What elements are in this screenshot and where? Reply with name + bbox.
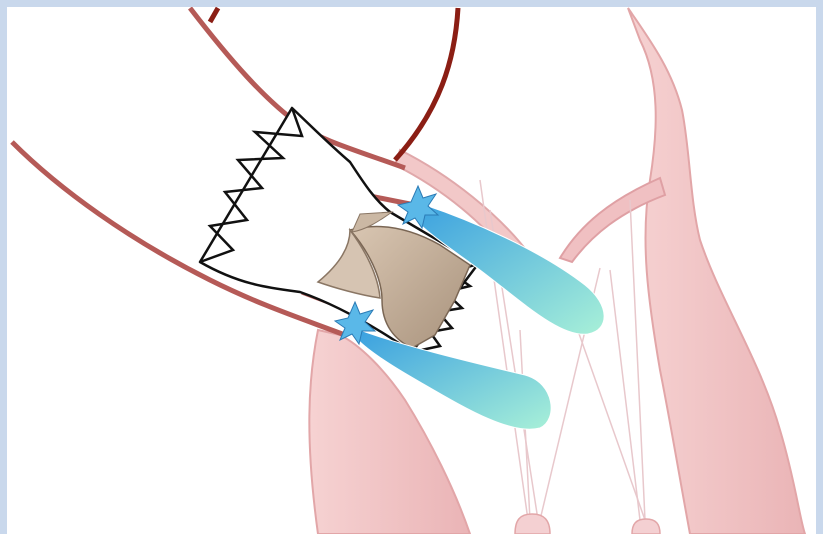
papillary-muscle-right <box>632 519 660 534</box>
ventricular-wall <box>628 8 805 534</box>
artery-stub <box>210 8 218 22</box>
figure-canvas <box>7 7 816 534</box>
artery-vessel <box>395 8 458 160</box>
papillary-muscle-left <box>515 514 550 534</box>
heart-valve-illustration <box>7 7 816 534</box>
